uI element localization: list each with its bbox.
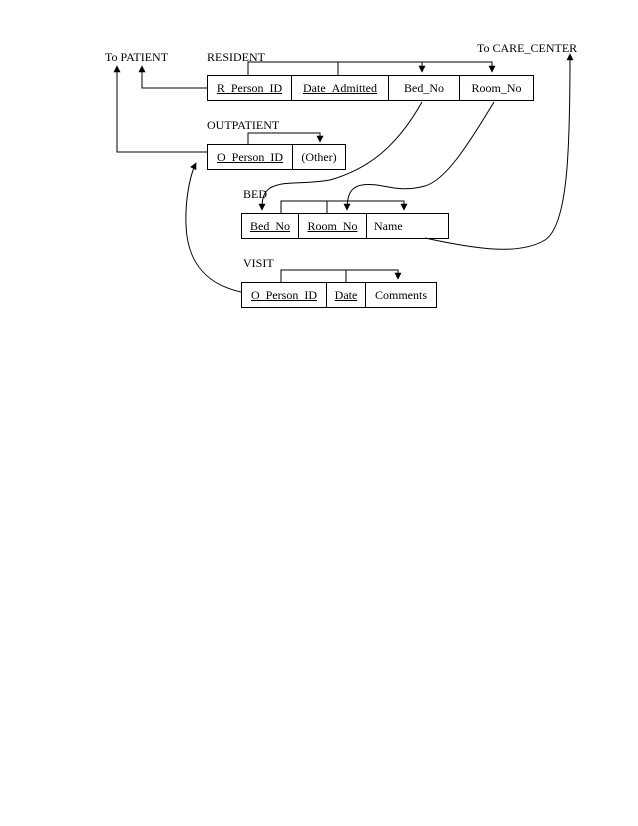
resident-room-no-fk	[343, 101, 495, 211]
resident-date-admitted: Date_Admitted	[292, 76, 389, 100]
resident-relation: R_Person_ID Date_Admitted Bed_No Room_No	[207, 75, 534, 101]
visit-relation: O_Person_ID Date Comments	[241, 282, 437, 308]
outpatient-fd-bracket	[247, 132, 324, 144]
resident-fd-bracket	[247, 61, 496, 75]
resident-r-person-id: R_Person_ID	[208, 76, 292, 100]
visit-date: Date	[327, 283, 366, 307]
resident-bed-no-fk	[258, 101, 423, 211]
resident-to-patient-link	[138, 65, 207, 89]
to-patient-label: To PATIENT	[105, 50, 169, 64]
bed-room-no: Room_No	[299, 214, 367, 238]
bed-relation: Bed_No Room_No Name	[241, 213, 449, 239]
to-care-center-label: To CARE_CENTER	[477, 41, 578, 55]
outpatient-title: OUTPATIENT	[207, 118, 280, 132]
visit-comments: Comments	[374, 287, 427, 302]
bed-bed-no: Bed_No	[242, 214, 299, 238]
outpatient-to-patient-link	[113, 65, 207, 153]
visit-fd-bracket	[280, 269, 402, 282]
bed-title: BED	[243, 187, 267, 201]
bed-name: Name	[374, 218, 403, 233]
bed-to-care-center-link	[424, 53, 574, 250]
visit-title: VISIT	[243, 256, 274, 270]
outpatient-other: (Other)	[301, 149, 337, 164]
resident-title: RESIDENT	[207, 50, 265, 64]
visit-to-outpatient-link	[185, 162, 242, 293]
resident-room-no: Room_No	[471, 80, 522, 95]
outpatient-o-person-id: O_Person_ID	[208, 145, 293, 169]
visit-o-person-id: O_Person_ID	[242, 283, 327, 307]
outpatient-relation: O_Person_ID (Other)	[207, 144, 346, 170]
resident-bed-no: Bed_No	[389, 76, 460, 100]
bed-fd-bracket	[280, 200, 408, 213]
